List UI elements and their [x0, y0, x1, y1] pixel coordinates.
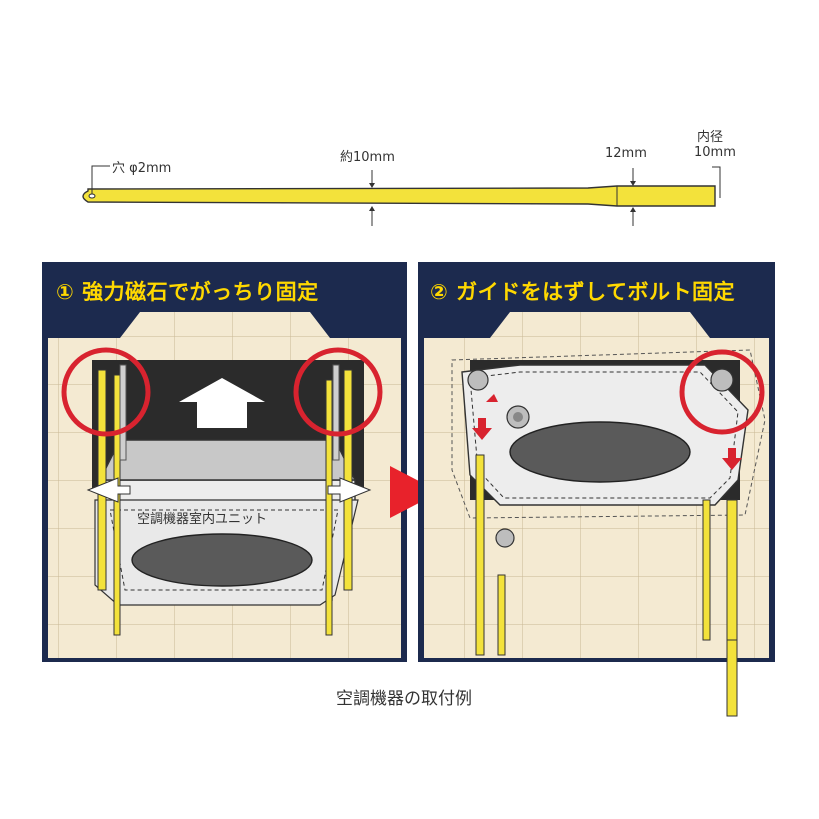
- panel-2-title: ② ガイドをはずしてボルト固定: [430, 280, 735, 304]
- inner-diameter-label-1: 内径: [697, 130, 724, 145]
- magnet-highlight-left: [61, 347, 151, 437]
- figure-caption: 空調機器の取付例: [336, 689, 472, 709]
- red-down-arrow-icon: [472, 394, 742, 470]
- guide-rod: [82, 165, 721, 226]
- right-triangle-arrow-icon: [390, 466, 440, 518]
- panel-1: [42, 262, 407, 662]
- magnet-highlight-right: [293, 347, 383, 437]
- rod-hole: [88, 193, 96, 199]
- tip-diameter-label: 12mm: [605, 146, 647, 161]
- hole-diameter-label: 穴 φ2mm: [112, 161, 172, 176]
- up-arrow-icon: [179, 378, 265, 428]
- indoor-unit-label: 空調機器室内ユニット: [137, 512, 268, 527]
- panel-1-title: ① 強力磁石でがっちり固定: [56, 280, 319, 304]
- panel-2: [418, 262, 775, 717]
- swap-arrow-icon: [86, 477, 372, 503]
- approx-diameter-label: 約10mm: [340, 150, 395, 165]
- bolt-highlight-right: [679, 349, 765, 435]
- inner-diameter-label-2: 10mm: [694, 145, 736, 160]
